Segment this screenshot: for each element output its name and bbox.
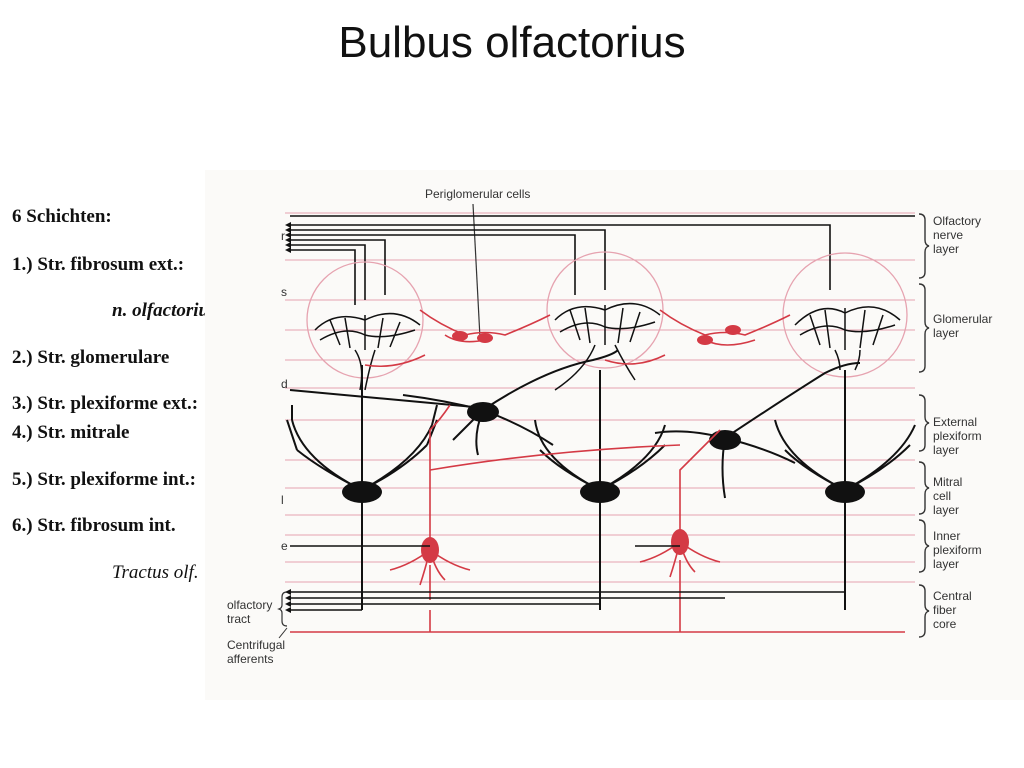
glomeruli (306, 251, 908, 379)
glomerulus-1 (306, 261, 424, 379)
olfactory-bulb-diagram: Olfactory nerve layer Glomerular layer E… (205, 170, 1024, 700)
olfactory-nerve-fibers (290, 215, 915, 305)
layer-label-2a: Glomerular (933, 312, 992, 326)
layer-label-6a: Central (933, 589, 972, 603)
layer-label-4c: layer (933, 503, 959, 517)
tract-arrowheads (285, 589, 291, 613)
layer-label-2b: layer (933, 326, 959, 340)
layer-label-6c: core (933, 617, 957, 631)
layer-label-5b: plexiform (933, 543, 982, 557)
slide-title: Bulbus olfactorius (338, 18, 686, 67)
layer-label-6b: fiber (933, 603, 956, 617)
tufted-somata (467, 402, 741, 450)
glomerular-tufts (314, 302, 901, 391)
layer-label-1b: nerve (933, 228, 963, 242)
mitral-soma-1 (342, 481, 382, 503)
layer-label-3c: layer (933, 443, 959, 457)
granule-soma-2 (671, 529, 689, 555)
periglomerular-pointer (472, 203, 481, 339)
mitral-cells (286, 365, 916, 610)
tufted-soma-2 (709, 430, 741, 450)
legend-heading: 6 Schichten: (12, 206, 112, 227)
legend-item-3: 3.) Str. plexiforme ext.: (12, 393, 199, 414)
glomerulus-2 (546, 251, 664, 369)
nerve-arrowheads (285, 222, 291, 253)
diagram-svg: Olfactory nerve layer Glomerular layer E… (227, 187, 992, 666)
layer-label-1c: layer (933, 242, 959, 256)
pg-soma-4 (725, 325, 741, 335)
legend-item-6-sub: Tractus olf. (112, 562, 199, 583)
centrifugal-label-1: Centrifugal (227, 638, 285, 652)
layer-label-1a: Olfactory (933, 214, 981, 228)
layer-label-4a: Mitral (933, 475, 962, 489)
letter-e: e (281, 539, 288, 553)
olfactory-tract-label-1: olfactory (227, 598, 272, 612)
letter-s: s (281, 285, 287, 299)
tract-bracket (277, 591, 288, 627)
mitral-somata (342, 481, 865, 503)
periglomerular-cells (364, 309, 791, 368)
legend-item-2: 2.) Str. glomerulare (12, 347, 170, 368)
periglomerular-somata (452, 325, 741, 345)
granule-cells (389, 404, 721, 610)
layer-label-3b: plexiform (933, 429, 982, 443)
afferent-pointer (278, 627, 288, 639)
legend-item-5: 5.) Str. plexiforme int.: (12, 469, 196, 490)
layer-label-5a: Inner (933, 529, 960, 543)
olfactory-tract-label-2: tract (227, 612, 251, 626)
layer-label-5c: layer (933, 557, 959, 571)
layer-labels: Olfactory nerve layer Glomerular layer E… (933, 214, 992, 631)
letter-l: l (281, 493, 284, 507)
left-letters: r s d l e (281, 229, 288, 553)
granule-soma-1 (421, 537, 439, 563)
periglomerular-label: Periglomerular cells (425, 187, 530, 201)
letter-r: r (281, 229, 285, 243)
letter-d: d (281, 377, 288, 391)
centrifugal-label-2: afferents (227, 652, 273, 666)
legend-item-1-sub: n. olfactorius (112, 300, 217, 321)
mitral-soma-3 (825, 481, 865, 503)
legend-item-4: 4.) Str. mitrale (12, 422, 130, 443)
granule-somata (421, 529, 689, 563)
granule-axons (429, 610, 681, 632)
mitral-soma-2 (580, 481, 620, 503)
pg-soma-1 (452, 331, 468, 341)
layer-label-4b: cell (933, 489, 951, 503)
pg-soma-2 (477, 333, 493, 343)
central-fiber-lines (290, 545, 845, 611)
tufted-soma-1 (467, 402, 499, 422)
tufted-cells (289, 349, 861, 499)
layer-brackets (918, 213, 930, 638)
legend-item-1: 1.) Str. fibrosum ext.: (12, 254, 185, 275)
pg-soma-3 (697, 335, 713, 345)
layer-label-3a: External (933, 415, 977, 429)
legend-item-6: 6.) Str. fibrosum int. (12, 515, 176, 536)
